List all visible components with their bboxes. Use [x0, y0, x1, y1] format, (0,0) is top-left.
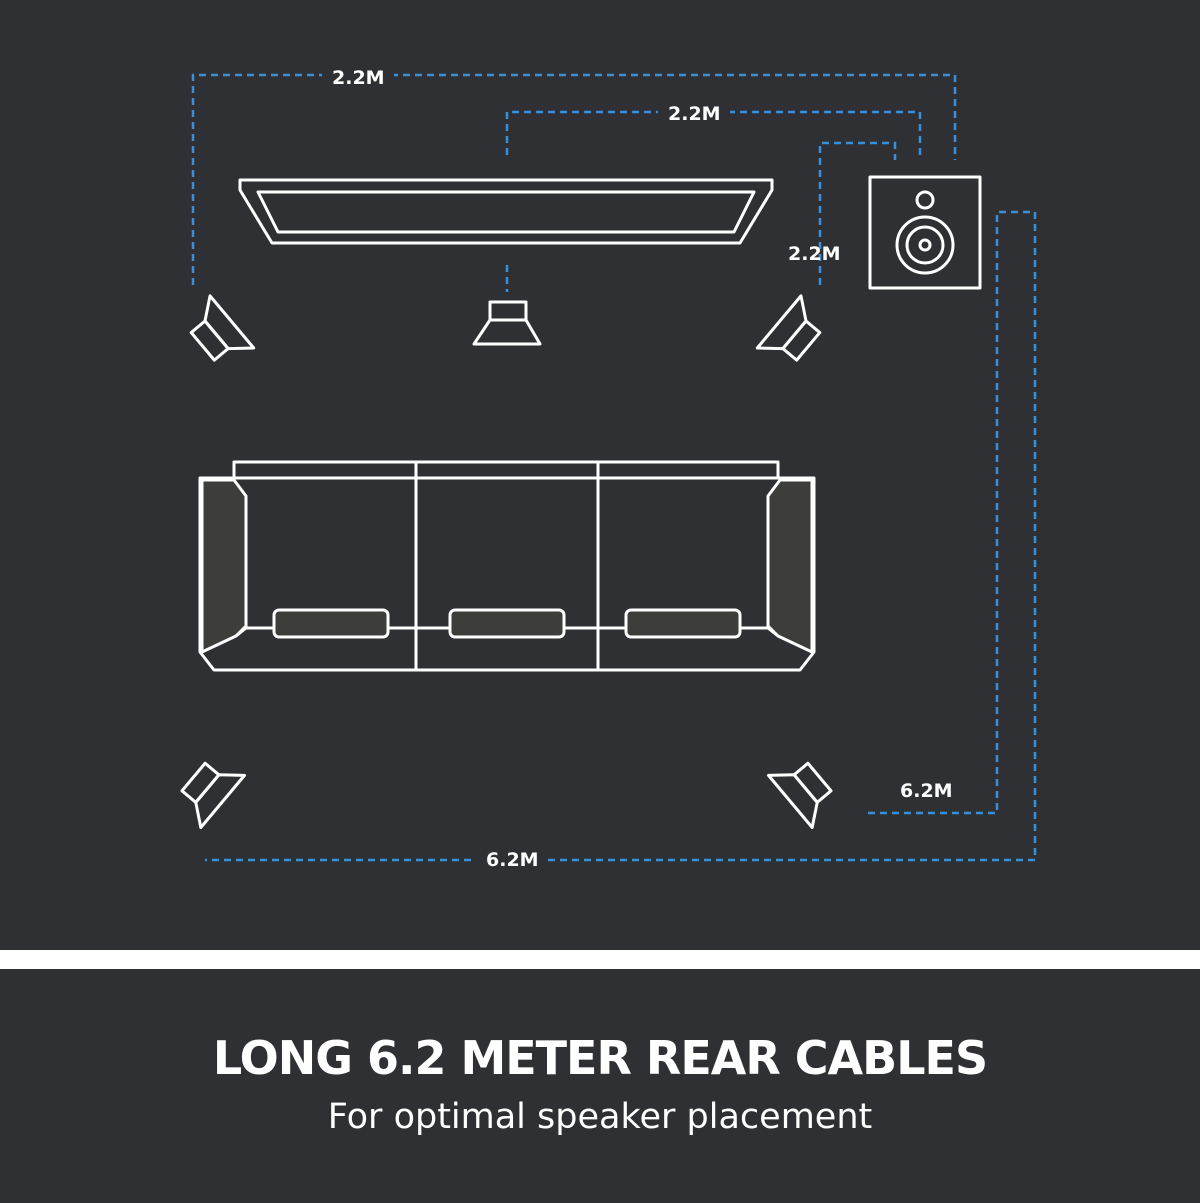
cable-label-center: 2.2M	[668, 103, 721, 125]
center-speaker-icon	[472, 300, 542, 346]
cable-label-rear-left: 6.2M	[486, 849, 539, 871]
cable-front-left	[191, 73, 957, 285]
caption-panel: LONG 6.2 METER REAR CABLES For optimal s…	[0, 969, 1200, 1203]
headline: LONG 6.2 METER REAR CABLES	[212, 1031, 988, 1085]
rear-right-speaker-icon	[766, 761, 833, 829]
front-left-speaker-icon	[189, 294, 256, 362]
cable-center	[505, 110, 922, 160]
rear-left-speaker-icon	[180, 761, 247, 829]
tv-icon	[238, 178, 774, 245]
subwoofer-icon	[868, 175, 982, 290]
speaker-placement-diagram: 2.2M 2.2M 2.2M 6.2M 6.2M	[180, 67, 1037, 871]
subheadline: For optimal speaker placement	[327, 1097, 873, 1137]
cable-rear-right	[205, 210, 1037, 862]
cable-label-front-left: 2.2M	[332, 67, 385, 89]
front-right-speaker-icon	[755, 294, 822, 362]
cable-routes	[191, 73, 1037, 862]
cable-label-rear-right: 6.2M	[900, 780, 953, 802]
divider-bar	[0, 950, 1200, 969]
sofa-icon	[198, 460, 816, 672]
cable-label-front-right: 2.2M	[788, 243, 841, 265]
